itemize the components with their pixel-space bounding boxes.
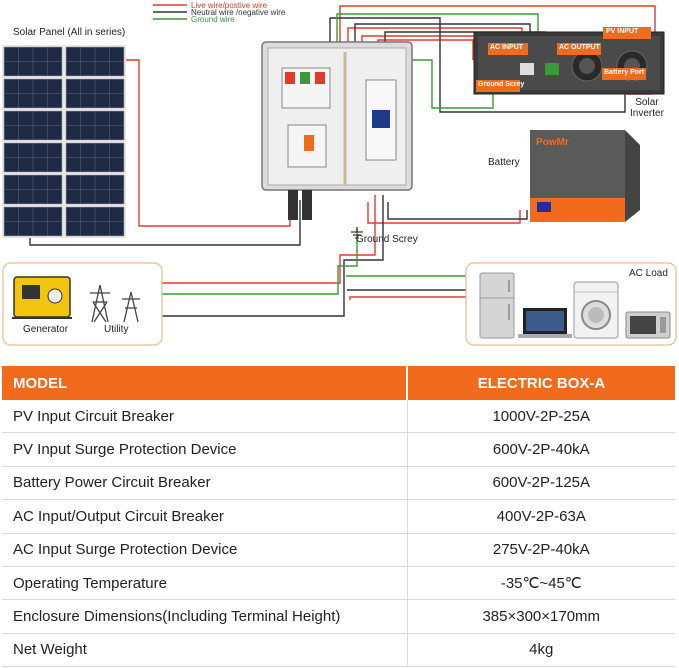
spec-table: MODEL ELECTRIC BOX-A PV Input Circuit Br… [2,366,675,668]
generator-label: Generator [23,324,69,335]
spec-table-header: MODEL ELECTRIC BOX-A [2,366,675,400]
ac-output-label: AC OUTPUT [559,44,600,51]
utility-label: Utility [104,324,129,335]
generator-icon [12,276,72,319]
legend-live: Live wire/postive wire [191,1,268,10]
row-label: Net Weight [2,633,408,668]
washing-machine-icon [573,281,619,339]
battery-label: Battery [488,157,520,168]
ac-input-label: AC INPUT [490,44,524,51]
utility-tower-icon [90,284,140,323]
microwave-icon [625,311,671,339]
solar-panel-icon [2,45,126,238]
legend-ground: Ground wire [191,15,235,24]
row-value: 600V-2P-40kA [407,432,675,467]
row-value: -35℃~45℃ [407,566,675,601]
row-label: Operating Temperature [2,566,408,601]
ac-load-panel [465,262,677,346]
laptop-icon [518,308,572,338]
pv-input-label: PV INPUT [606,28,639,35]
battery-icon [530,130,640,222]
solar-inverter-label: Solar Inverter [630,97,664,119]
row-value: 4kg [407,633,675,668]
header-model: MODEL [2,366,408,400]
brand-logo: PowMr [536,137,569,148]
row-label: AC Input Surge Protection Device [2,533,408,567]
row-value: 400V-2P-63A [407,499,675,534]
refrigerator-icon [479,272,515,339]
ground-symbol-icon [351,227,363,239]
row-value: 385×300×170mm [407,599,675,634]
wire-legend: Live wire/postive wire Neutral wire /neg… [153,1,286,24]
row-label: PV Input Circuit Breaker [2,400,408,434]
row-value: 275V-2P-40kA [407,533,675,567]
row-label: Battery Power Circuit Breaker [2,466,408,501]
wiring-diagram: Live wire/postive wire Neutral wire /neg… [2,1,677,346]
row-label: AC Input/Output Circuit Breaker [2,499,408,534]
header-product: ELECTRIC BOX-A [407,366,675,400]
ground-screy-inverter-label: Ground Screy [478,81,525,88]
row-value: 1000V-2P-25A [407,400,675,434]
ac-load-label: AC Load [629,268,668,279]
battery-port-label: Battery Port [604,69,645,76]
ground-screy-label: Ground Screy [356,234,418,245]
legend-neutral: Neutral wire /negative wire [191,8,286,17]
solar-panel-label: Solar Panel (All in series) [13,27,126,38]
row-value: 600V-2P-125A [407,466,675,501]
combiner-box-icon [261,41,413,220]
table-row: Enclosure Dimensions(Including Terminal … [2,599,675,634]
row-label: PV Input Surge Protection Device [2,432,408,467]
table-row: Operating Temperature-35℃~45℃ [2,566,675,601]
row-label: Enclosure Dimensions(Including Terminal … [2,599,408,634]
